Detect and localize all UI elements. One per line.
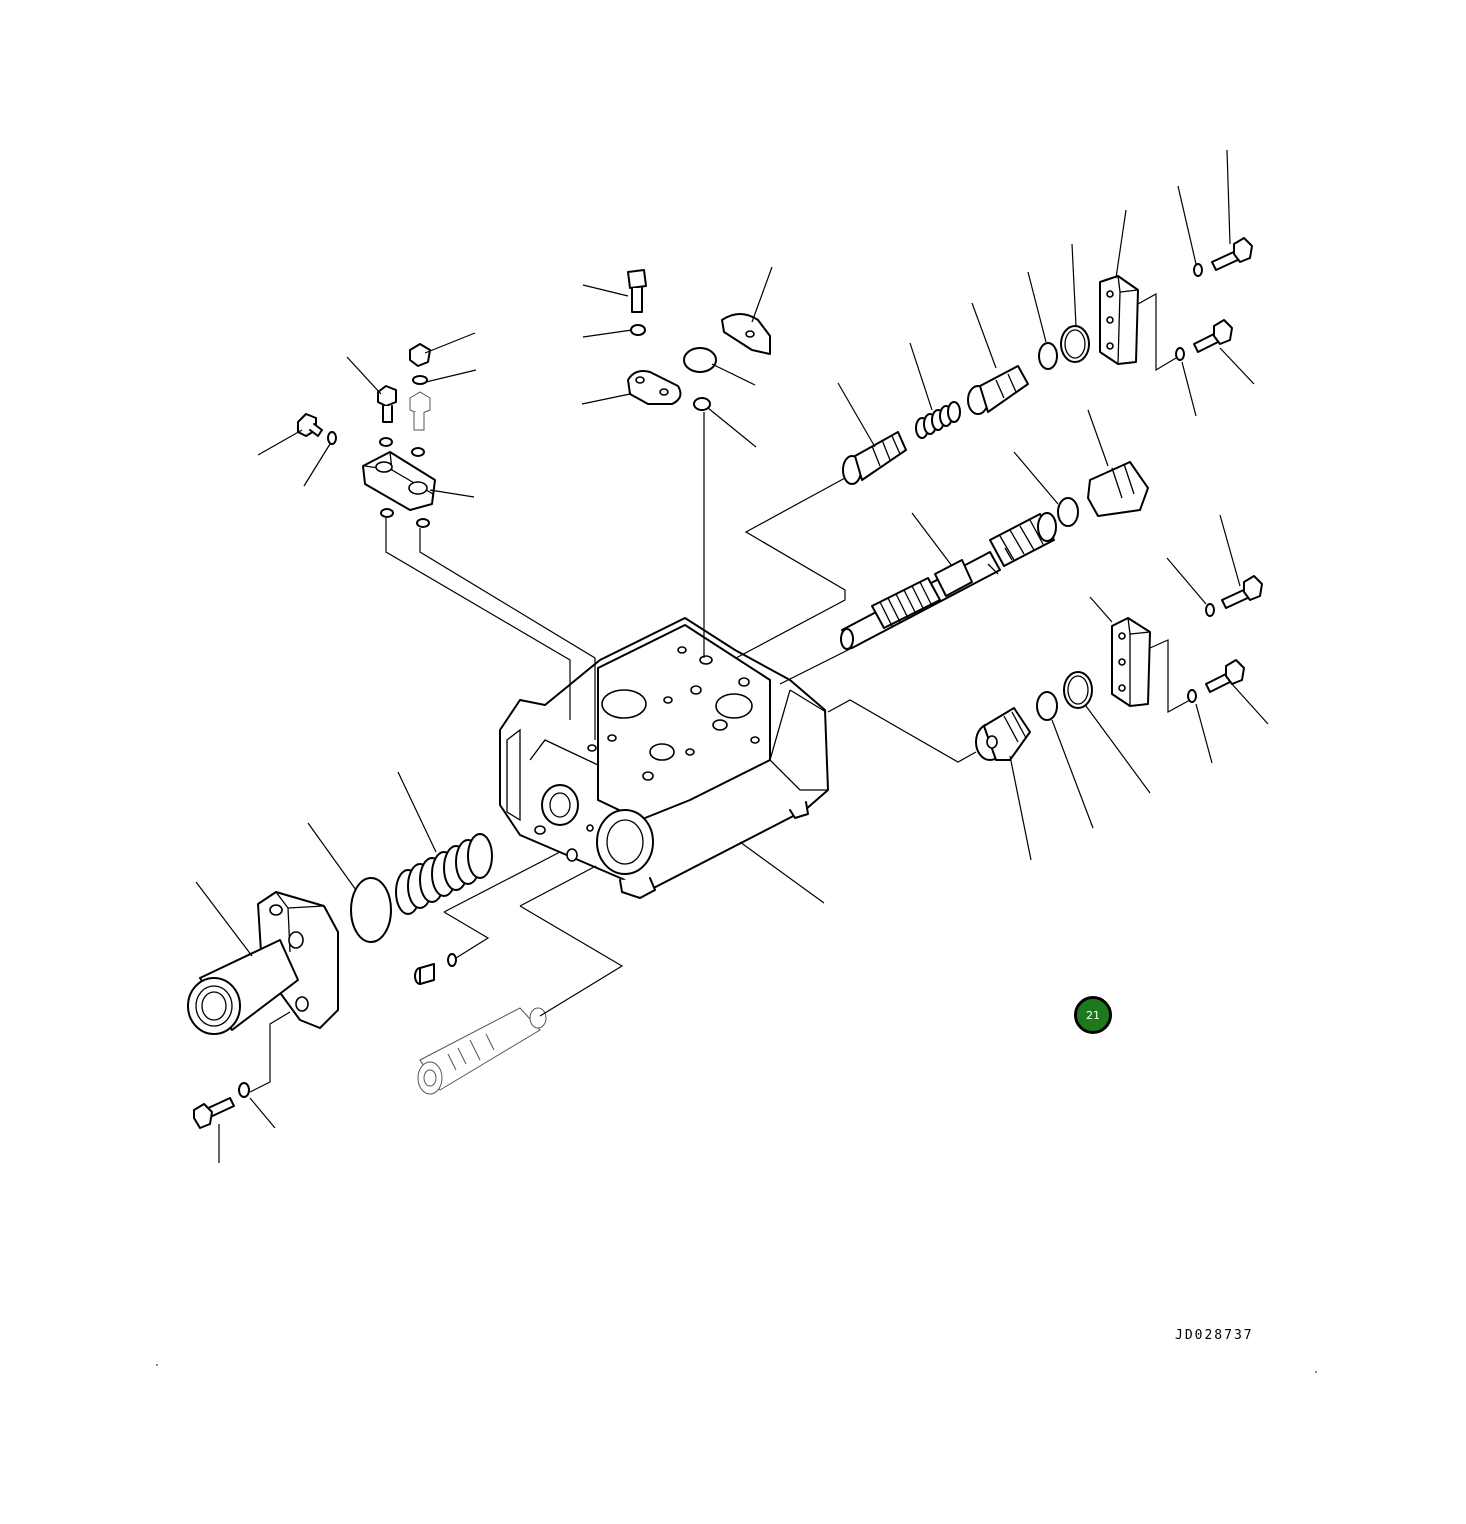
cartridge-valve <box>417 1007 547 1095</box>
top-center-parts <box>627 269 771 411</box>
lower-right-plate <box>1111 617 1151 707</box>
speck <box>156 1364 158 1366</box>
lower-left-bolt <box>193 1082 250 1129</box>
hex-bolt-upper-left <box>297 413 337 445</box>
o-ring-large <box>350 877 392 943</box>
main-spool <box>840 512 1057 650</box>
leader-lines <box>195 149 1269 1163</box>
upper-left-block <box>362 451 436 511</box>
plug-middle-right <box>1057 461 1149 527</box>
coil-spring <box>395 833 493 915</box>
small-plug-left <box>414 953 457 985</box>
speck <box>1315 1371 1317 1373</box>
lower-right-bolts <box>1187 575 1263 703</box>
page-badge[interactable]: 21 <box>1074 996 1112 1034</box>
upper-spool-stack <box>842 325 1090 485</box>
lower-right-cap <box>975 671 1093 761</box>
upper-right-bolts <box>1175 237 1253 361</box>
page-badge-label: 21 <box>1086 1008 1100 1022</box>
upper-right-plate <box>1099 275 1139 365</box>
valve-body <box>499 617 829 899</box>
hex-bolt-top-left <box>377 343 431 528</box>
drawing-code: JD028737 <box>1175 1328 1254 1343</box>
flange-cover <box>187 891 339 1035</box>
